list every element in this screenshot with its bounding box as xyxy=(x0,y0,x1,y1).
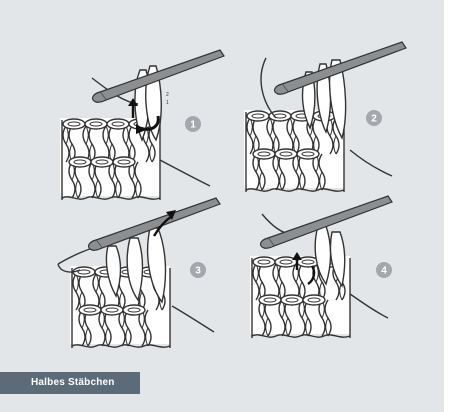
figure-caption: Halbes Stäbchen xyxy=(0,372,140,394)
step-1-illustration: 2 1 1 xyxy=(60,50,224,200)
label-2: 2 xyxy=(166,92,169,98)
step-number-1: 1 xyxy=(190,120,196,131)
step-number-2: 2 xyxy=(371,114,377,125)
step-2-illustration: 2 xyxy=(244,42,406,192)
step-3-illustration: 3 xyxy=(58,198,220,348)
label-1: 1 xyxy=(166,100,169,106)
step-number-3: 3 xyxy=(195,266,201,277)
step-4-illustration: 4 xyxy=(250,196,392,338)
step-number-4: 4 xyxy=(381,266,387,277)
